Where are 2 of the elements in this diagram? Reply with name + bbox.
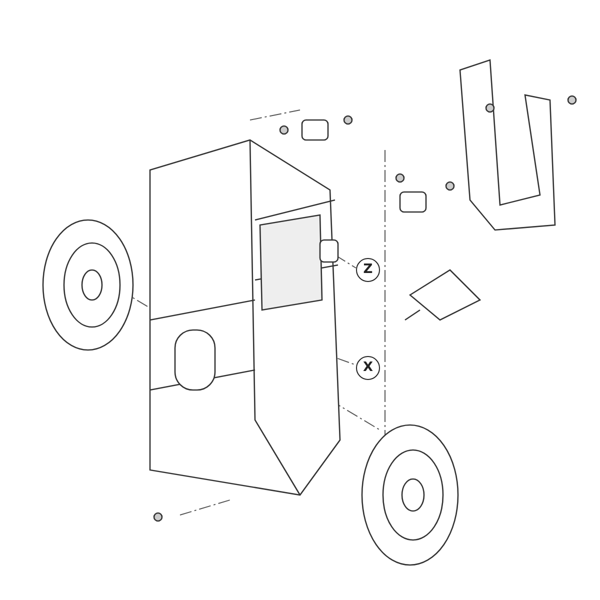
callout-letter: X (356, 356, 380, 380)
callout-letter: Z (356, 258, 380, 282)
